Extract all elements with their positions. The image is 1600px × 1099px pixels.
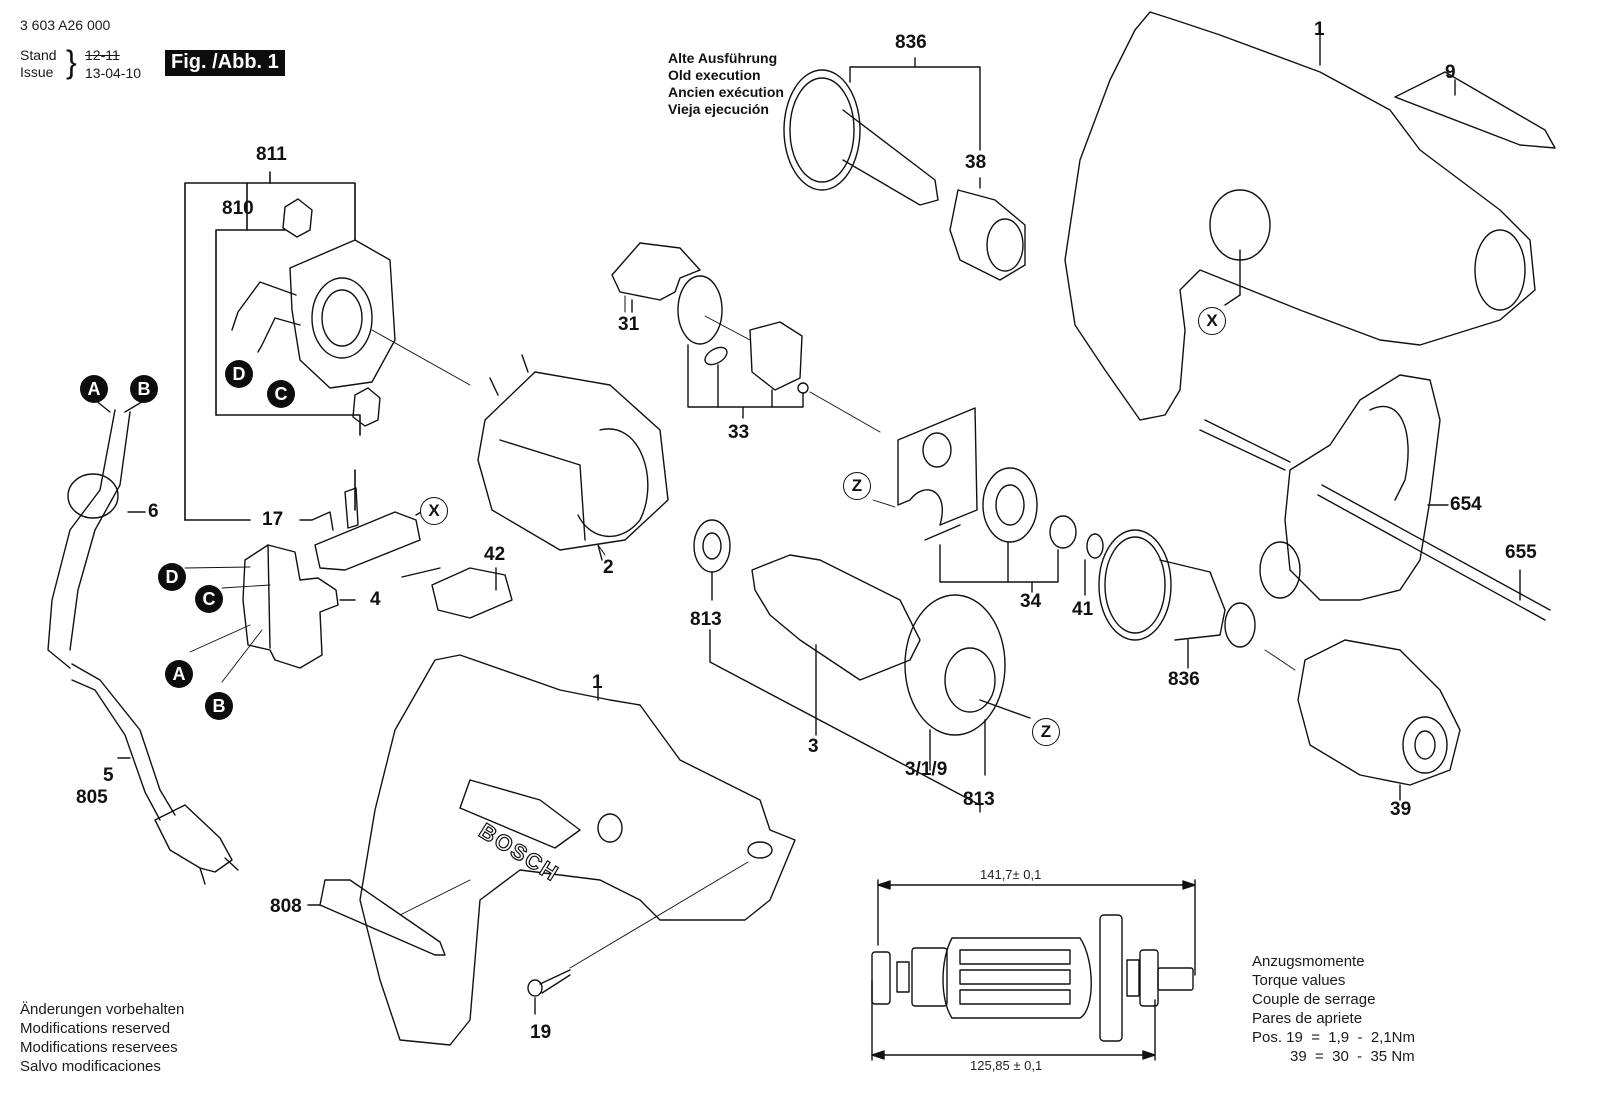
torque-line: Pares de apriete xyxy=(1252,1010,1363,1027)
reference-marker-z-plate: Z xyxy=(843,472,871,500)
part-label-813-right: 813 xyxy=(963,789,995,810)
armature-dimension-drawing xyxy=(872,880,1195,1060)
modifications-line: Änderungen vorbehalten xyxy=(20,1001,185,1018)
brush-holder xyxy=(232,199,470,426)
power-cord xyxy=(48,400,238,884)
part-label-654: 654 xyxy=(1450,494,1482,515)
part-label-6: 6 xyxy=(148,501,159,522)
part-label-3-1-9: 3/1/9 xyxy=(905,759,948,780)
gear-836-bottom xyxy=(1099,530,1295,670)
modifications-line: Modifications reservees xyxy=(20,1039,178,1056)
connector-badge-d: D xyxy=(225,360,253,388)
stator xyxy=(478,355,668,560)
connector-badge-a-switch: A xyxy=(165,660,193,688)
part-label-42: 42 xyxy=(484,544,506,565)
part-label-655: 655 xyxy=(1505,542,1537,563)
modifications-note: Änderungen vorbehalten Modifications res… xyxy=(20,1000,184,1076)
cover-31 xyxy=(612,243,700,312)
part-label-808: 808 xyxy=(270,896,302,917)
figure-label: Fig. /Abb. 1 xyxy=(165,50,285,76)
part-label-805: 805 xyxy=(76,787,108,808)
auxiliary-handle xyxy=(1200,375,1550,620)
part-label-38: 38 xyxy=(965,152,987,173)
part-number: 3 603 A26 000 xyxy=(20,17,111,33)
part-label-811: 811 xyxy=(256,144,287,165)
connector-badge-b: B xyxy=(130,375,158,403)
suppressor xyxy=(402,568,512,618)
modifications-line: Salvo modificaciones xyxy=(20,1058,161,1075)
part-label-2: 2 xyxy=(603,557,614,578)
part-label-4: 4 xyxy=(370,589,381,610)
armature xyxy=(694,520,1030,812)
part-label-41: 41 xyxy=(1072,599,1094,620)
reference-marker-x-housing: X xyxy=(1198,307,1226,335)
issue-date: 13-04-10 xyxy=(85,65,142,81)
part-label-39: 39 xyxy=(1390,799,1412,820)
old-execution-line: Vieja ejecución xyxy=(668,101,769,117)
dimension-overall-length: 141,7± 0,1 xyxy=(980,867,1042,882)
torque-pos-39: 39 = 30 - 35 Nm xyxy=(1290,1048,1415,1065)
torque-line: Torque values xyxy=(1252,972,1346,989)
torque-line: Anzugsmomente xyxy=(1252,953,1365,970)
connector-badge-d-switch: D xyxy=(158,563,186,591)
part-label-1-bottom: 1 xyxy=(592,672,603,693)
torque-line: Couple de serrage xyxy=(1252,991,1376,1008)
part-label-31: 31 xyxy=(618,314,640,335)
old-execution-line: Alte Ausführung xyxy=(668,50,778,66)
torque-values-note: Anzugsmomente Torque values Couple de se… xyxy=(1252,952,1415,1066)
modifications-line: Modifications reserved xyxy=(20,1020,171,1037)
switch-mount xyxy=(300,488,428,570)
part-label-3: 3 xyxy=(808,736,819,757)
old-execution-line: Ancien exécution xyxy=(668,84,784,100)
connector-badge-c-switch: C xyxy=(195,585,223,613)
issue-label: Issue xyxy=(20,64,54,80)
connector-badge-a: A xyxy=(80,375,108,403)
part-label-17: 17 xyxy=(262,509,284,530)
part-label-813-left: 813 xyxy=(690,609,722,630)
part-label-5: 5 xyxy=(103,765,114,786)
housing-half-top xyxy=(1065,12,1555,420)
part-label-1-top: 1 xyxy=(1314,19,1325,40)
reference-marker-z-armature: Z xyxy=(1032,718,1060,746)
gear-836-top xyxy=(784,58,1025,280)
connector-badge-b-switch: B xyxy=(205,692,233,720)
part-label-33: 33 xyxy=(728,422,750,443)
old-execution-line: Old execution xyxy=(668,67,761,83)
part-label-810: 810 xyxy=(222,198,254,219)
stand-label: Stand xyxy=(20,47,57,63)
torque-pos-19: Pos. 19 = 1,9 - 2,1Nm xyxy=(1252,1029,1415,1046)
old-execution-note: Alte Ausführung Old execution Ancien exé… xyxy=(668,50,784,118)
brace-icon: } xyxy=(66,44,77,80)
stand-old-date: 12-11 xyxy=(85,47,120,63)
baffle-plate xyxy=(873,408,1103,595)
chuck xyxy=(1298,640,1460,800)
part-label-34: 34 xyxy=(1020,591,1042,612)
reference-marker-x-switch: X xyxy=(420,497,448,525)
part-label-836-bottom: 836 xyxy=(1168,669,1200,690)
nameplate-808 xyxy=(308,880,470,955)
housing-half-bottom xyxy=(360,655,795,1045)
parts-33 xyxy=(678,276,880,432)
bracket-811-810 xyxy=(185,172,360,520)
part-label-836-top: 836 xyxy=(895,32,927,53)
part-label-19: 19 xyxy=(530,1022,552,1043)
screw-19 xyxy=(528,862,748,1014)
dimension-inner-length: 125,85 ± 0,1 xyxy=(970,1058,1043,1073)
connector-badge-c: C xyxy=(267,380,295,408)
leader-lines xyxy=(598,296,625,555)
switch xyxy=(185,545,355,682)
part-label-9: 9 xyxy=(1445,62,1456,83)
